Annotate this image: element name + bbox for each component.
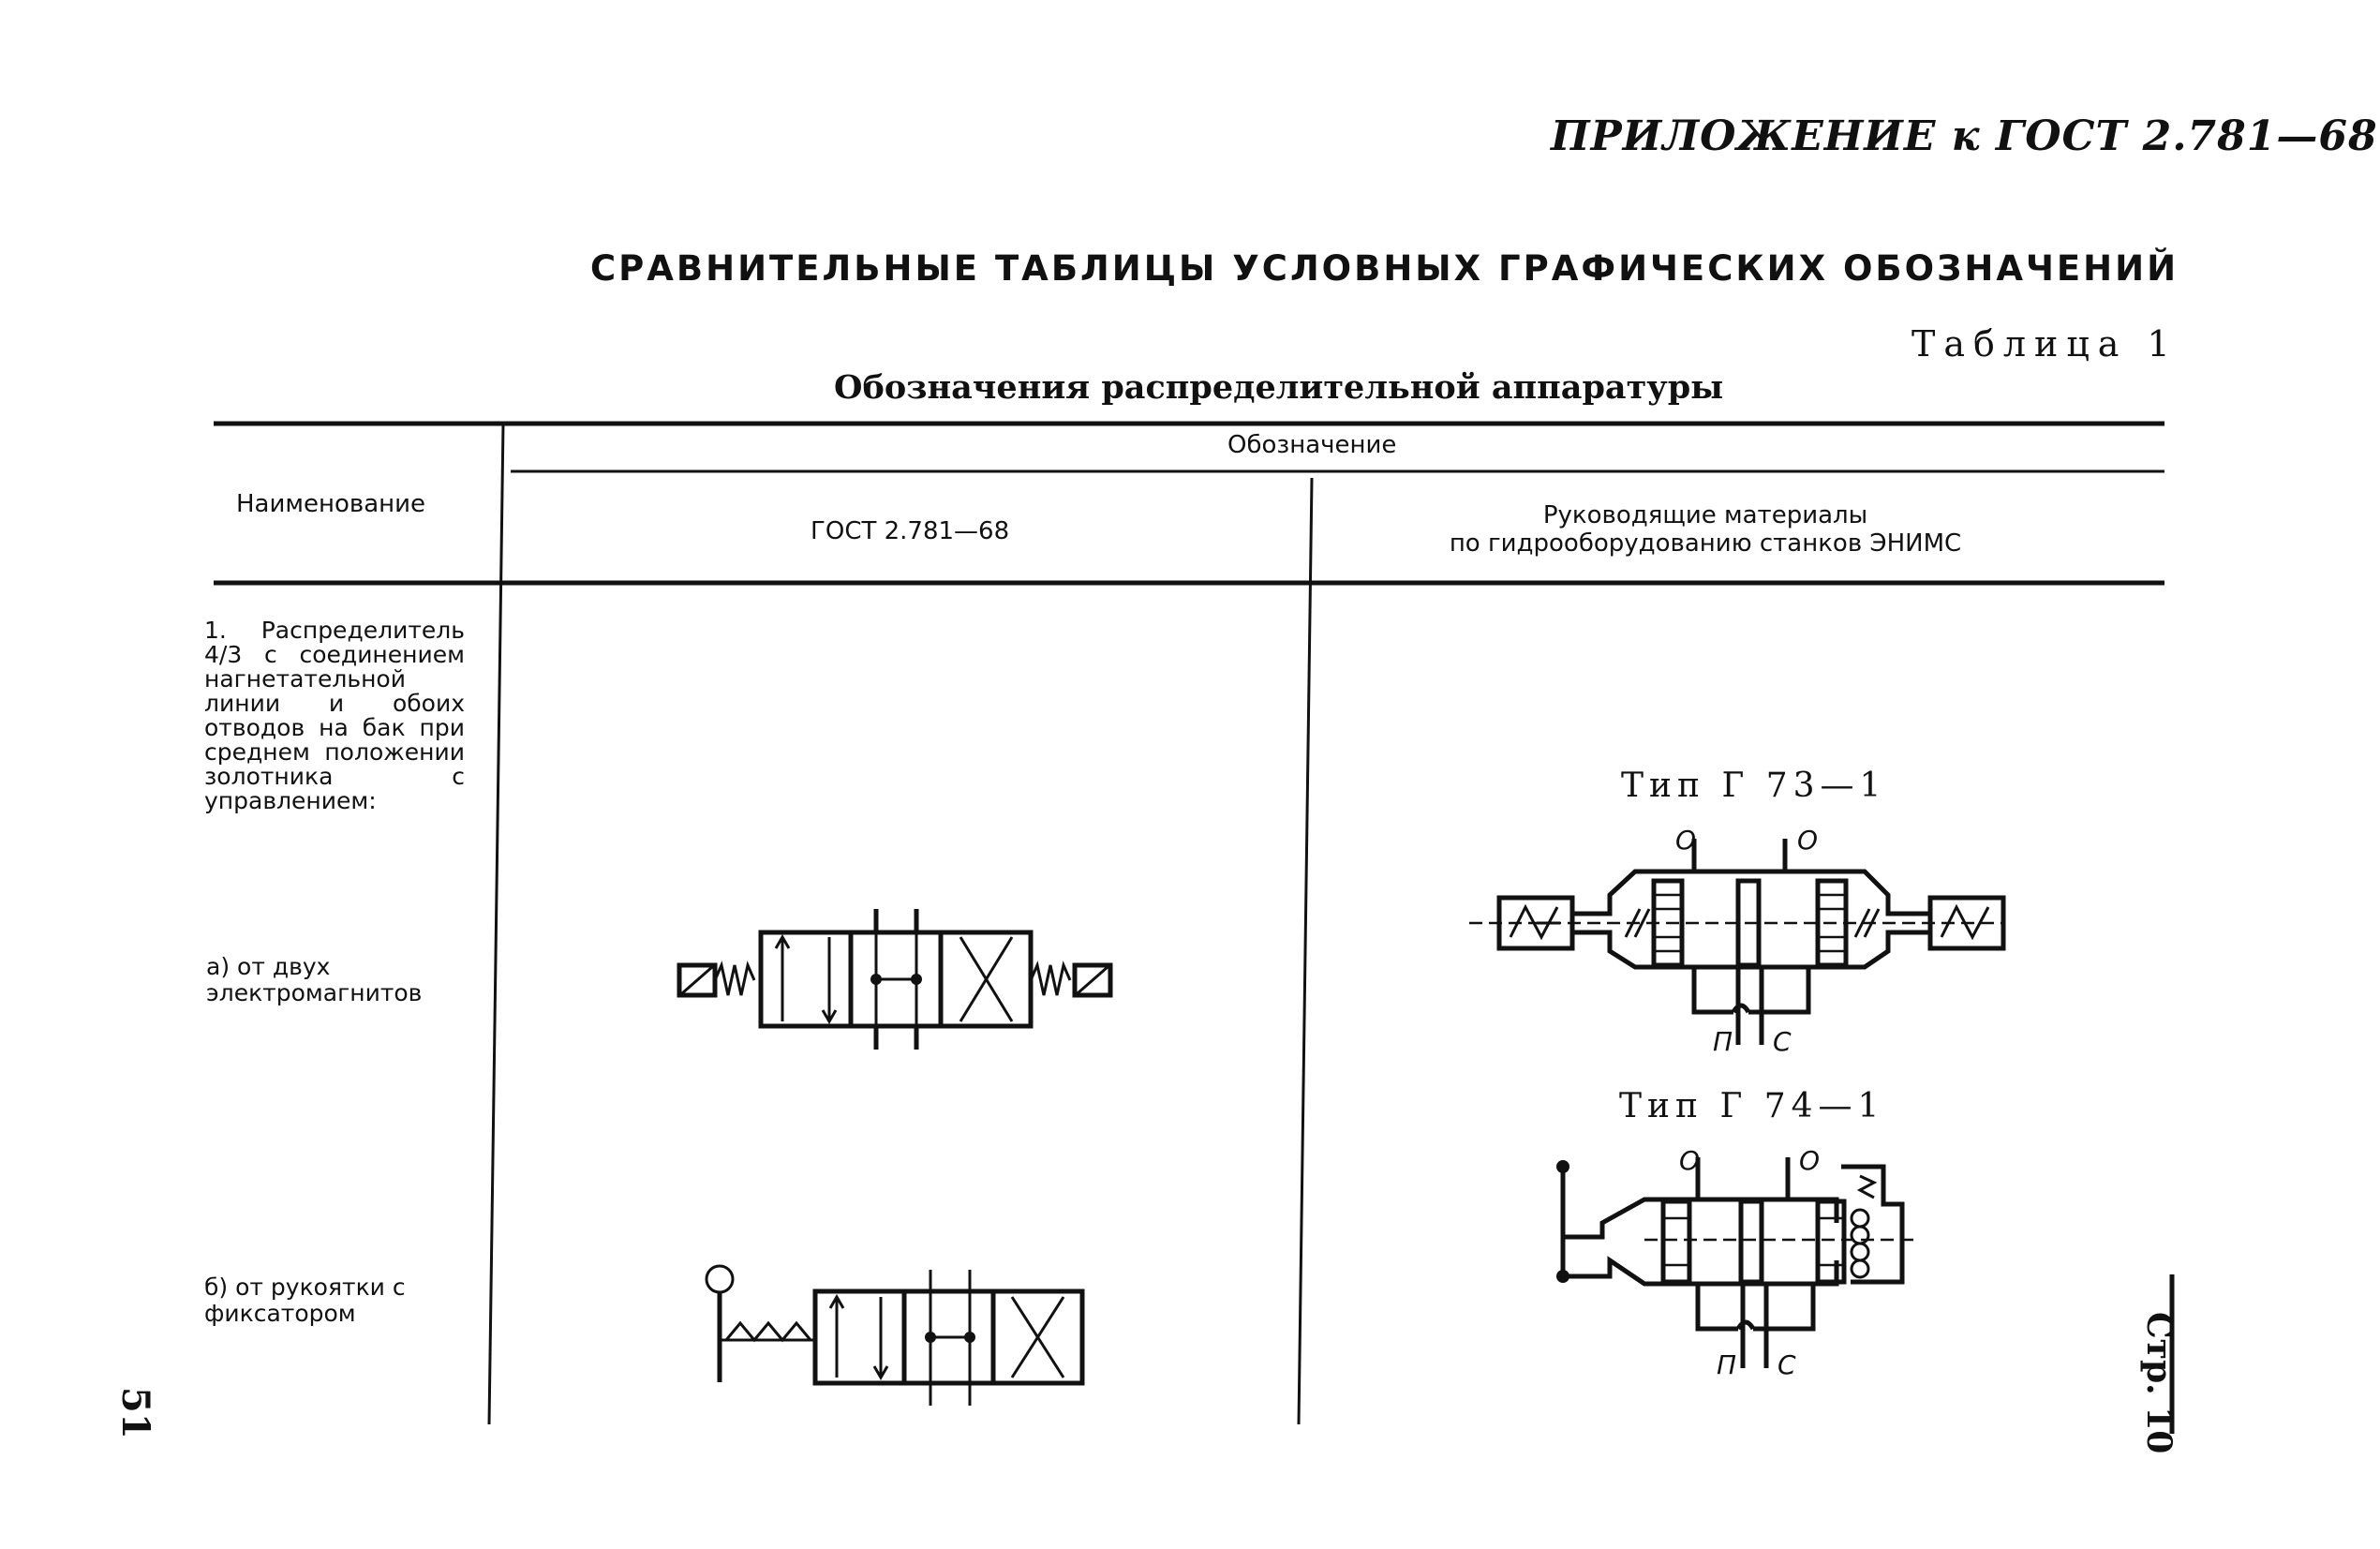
- col-divider-1: [487, 423, 505, 1425]
- port-label-o: О: [1799, 1145, 1821, 1176]
- enims-symbol-g73: [1469, 839, 2006, 1045]
- port-label-o: О: [1679, 1145, 1701, 1176]
- port-label-o: О: [1675, 825, 1697, 856]
- port-label-p: П: [1717, 1349, 1737, 1380]
- gost-symbol-solenoid-valve: [677, 909, 1113, 1050]
- table-caption: Обозначения распределительной аппаратуры: [834, 368, 1724, 407]
- page-number-left: 51: [113, 1387, 157, 1439]
- column-header-enims: Руководящие материалы по гидрооборудован…: [1377, 501, 2033, 558]
- port-label-o: О: [1797, 825, 1819, 856]
- port-label-c: С: [1773, 1026, 1792, 1057]
- table-number: Таблица 1: [1911, 323, 2179, 365]
- column-header-gost: ГОСТ 2.781—68: [811, 517, 1010, 545]
- gost-symbol-handle-valve: [705, 1264, 1085, 1406]
- type-label-g73: Тип Г 73—1: [1621, 767, 1887, 805]
- column-header-name: Наименование: [236, 490, 426, 518]
- enims-symbol-g74: [1556, 1157, 1916, 1368]
- page-number-right: Стр. 10: [2139, 1312, 2179, 1454]
- type-label-g74: Тип Г 74—1: [1619, 1087, 1885, 1125]
- page-title: СРАВНИТЕЛЬНЫЕ ТАБЛИЦЫ УСЛОВНЫХ ГРАФИЧЕСК…: [590, 248, 2179, 289]
- row-sub-a: а) от двух электромагнитов: [206, 953, 423, 1006]
- col-divider-2: [1297, 477, 1314, 1425]
- column-header-enims-line2: по гидрооборудованию станков ЭНИМС: [1449, 529, 1962, 558]
- port-label-p: П: [1713, 1026, 1733, 1057]
- column-header-designation: Обозначение: [1227, 431, 1397, 459]
- column-header-enims-line1: Руководящие материалы: [1542, 501, 1868, 529]
- row-sub-b: б) от рукоятки с фиксатором: [204, 1273, 406, 1327]
- port-label-c: С: [1778, 1349, 1796, 1380]
- appendix-heading: ПРИЛОЖЕНИЕ к ГОСТ 2.781—68: [1551, 112, 2378, 160]
- row-description: 1. Распределитель 4/3 с соединением нагн…: [204, 617, 465, 814]
